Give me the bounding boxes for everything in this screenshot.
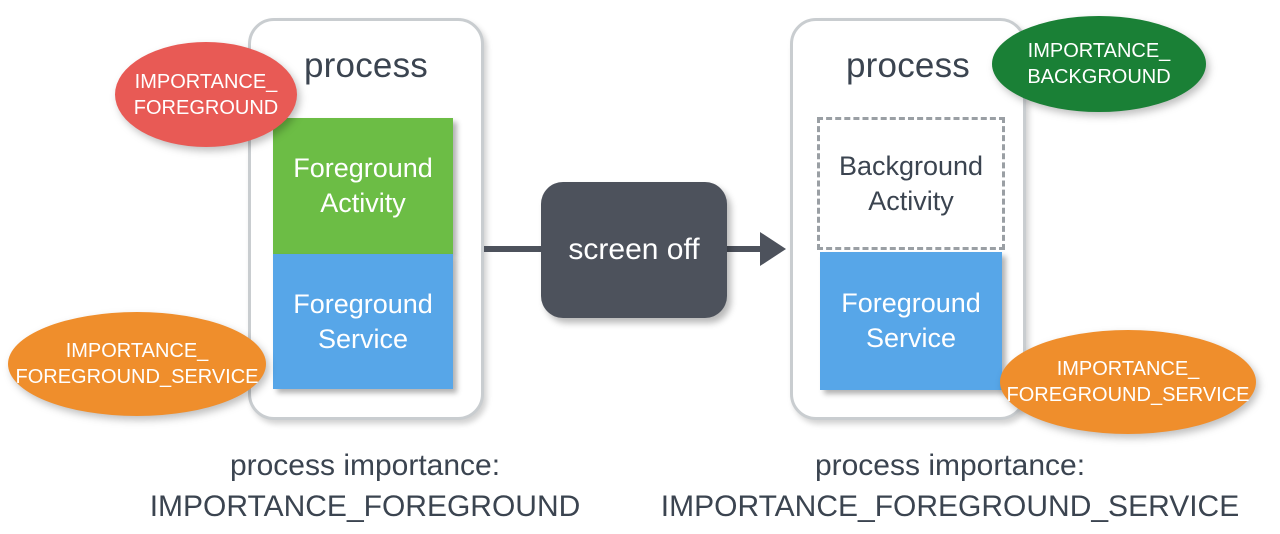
transition-line-left — [484, 246, 574, 252]
left-caption: process importance: IMPORTANCE_FOREGROUN… — [120, 446, 610, 527]
right-caption: process importance: IMPORTANCE_FOREGROUN… — [630, 446, 1270, 527]
callout-orange-left-line2: FOREGROUND_SERVICE — [15, 366, 259, 388]
foreground-activity-label-line2: Activity — [320, 188, 406, 218]
foreground-activity-box: Foreground Activity — [273, 118, 453, 254]
right-caption-line2: IMPORTANCE_FOREGROUND_SERVICE — [660, 489, 1240, 523]
background-activity-label-line2: Activity — [868, 185, 954, 216]
callout-green-line2: BACKGROUND — [1027, 66, 1171, 88]
callout-red-line2: FOREGROUND — [133, 96, 279, 119]
transition-arrow-head — [760, 232, 786, 266]
left-foreground-service-label-line2: Service — [317, 323, 409, 354]
right-foreground-service-box: Foreground Service — [820, 252, 1002, 390]
screen-off-node: screen off — [541, 182, 727, 318]
callout-orange-right-line2: FOREGROUND_SERVICE — [1006, 384, 1250, 406]
callout-orange-right-line1: IMPORTANCE_ — [1056, 358, 1200, 380]
foreground-activity-label-line1: Foreground — [293, 153, 433, 184]
callout-importance-background: IMPORTANCE_ BACKGROUND — [992, 16, 1206, 112]
callout-red-line1: IMPORTANCE_ — [134, 70, 278, 93]
callout-importance-foreground-service-left: IMPORTANCE_ FOREGROUND_SERVICE — [8, 312, 266, 416]
right-foreground-service-label-line1: Foreground — [841, 288, 981, 319]
left-foreground-service-box: Foreground Service — [273, 254, 453, 389]
right-process-title: process — [846, 46, 970, 85]
left-foreground-service-label-line1: Foreground — [293, 288, 433, 319]
left-caption-line2: IMPORTANCE_FOREGROUND — [149, 489, 581, 523]
left-caption-line1: process importance: — [229, 449, 501, 482]
screen-off-label: screen off — [568, 233, 700, 266]
background-activity-box: Background Activity — [817, 117, 1005, 250]
right-caption-line1: process importance: — [814, 449, 1086, 482]
left-process-title: process — [304, 46, 428, 85]
callout-importance-foreground-service-right: IMPORTANCE_ FOREGROUND_SERVICE — [1000, 330, 1256, 434]
callout-orange-left-line1: IMPORTANCE_ — [65, 340, 209, 362]
background-activity-label-line1: Background — [838, 150, 984, 181]
callout-importance-foreground: IMPORTANCE_ FOREGROUND — [115, 42, 297, 147]
transition-line-right — [722, 246, 764, 252]
callout-green-line1: IMPORTANCE_ — [1027, 40, 1171, 62]
right-foreground-service-label-line2: Service — [865, 323, 957, 353]
